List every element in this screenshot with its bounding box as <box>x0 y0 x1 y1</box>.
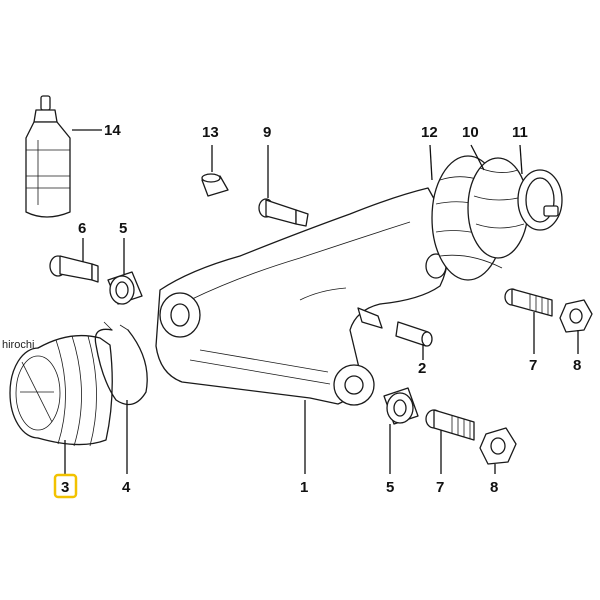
callout-13[interactable]: 13 <box>202 124 219 141</box>
swing-arm[interactable] <box>155 187 450 406</box>
leader-lines <box>64 129 579 474</box>
rubber-boot[interactable] <box>9 334 113 447</box>
callout-4[interactable]: 4 <box>122 479 131 496</box>
callout-12[interactable]: 12 <box>421 124 438 141</box>
callout-labels: 14 13 9 12 10 11 6 5 2 7 8 3 4 1 5 7 8 <box>61 122 581 496</box>
clamp-11[interactable] <box>517 169 563 231</box>
callout-14[interactable]: 14 <box>104 122 121 139</box>
bolt-6[interactable] <box>49 255 99 283</box>
callout-3[interactable]: 3 <box>61 479 69 496</box>
bearing-5-upper[interactable] <box>107 271 143 305</box>
threaded-pin-7-lower[interactable] <box>425 409 475 441</box>
callout-7-upper[interactable]: 7 <box>529 357 537 374</box>
callout-9[interactable]: 9 <box>263 124 271 141</box>
nut-8-lower[interactable] <box>479 427 517 465</box>
cap-13[interactable] <box>201 173 229 197</box>
circlip[interactable] <box>94 321 148 406</box>
callout-2[interactable]: 2 <box>418 360 426 377</box>
callout-1[interactable]: 1 <box>300 479 308 496</box>
bolt-9[interactable] <box>258 198 309 227</box>
threaded-pin-7-upper[interactable] <box>504 288 553 317</box>
callout-5-upper[interactable]: 5 <box>119 220 127 237</box>
nut-8-upper[interactable] <box>559 299 593 333</box>
callout-11[interactable]: 11 <box>512 124 528 141</box>
callout-10[interactable]: 10 <box>462 124 479 141</box>
watermark: hirochi <box>2 339 34 351</box>
callout-6[interactable]: 6 <box>78 220 86 237</box>
callout-8-lower[interactable]: 8 <box>490 479 498 496</box>
bearing-5-lower[interactable] <box>383 387 419 425</box>
callout-7-lower[interactable]: 7 <box>436 479 444 496</box>
callout-3-highlight <box>53 473 78 499</box>
callout-8-upper[interactable]: 8 <box>573 357 581 374</box>
lubricant-bottle[interactable] <box>25 95 71 218</box>
pin-2[interactable] <box>395 321 433 347</box>
callout-5-lower[interactable]: 5 <box>386 479 394 496</box>
